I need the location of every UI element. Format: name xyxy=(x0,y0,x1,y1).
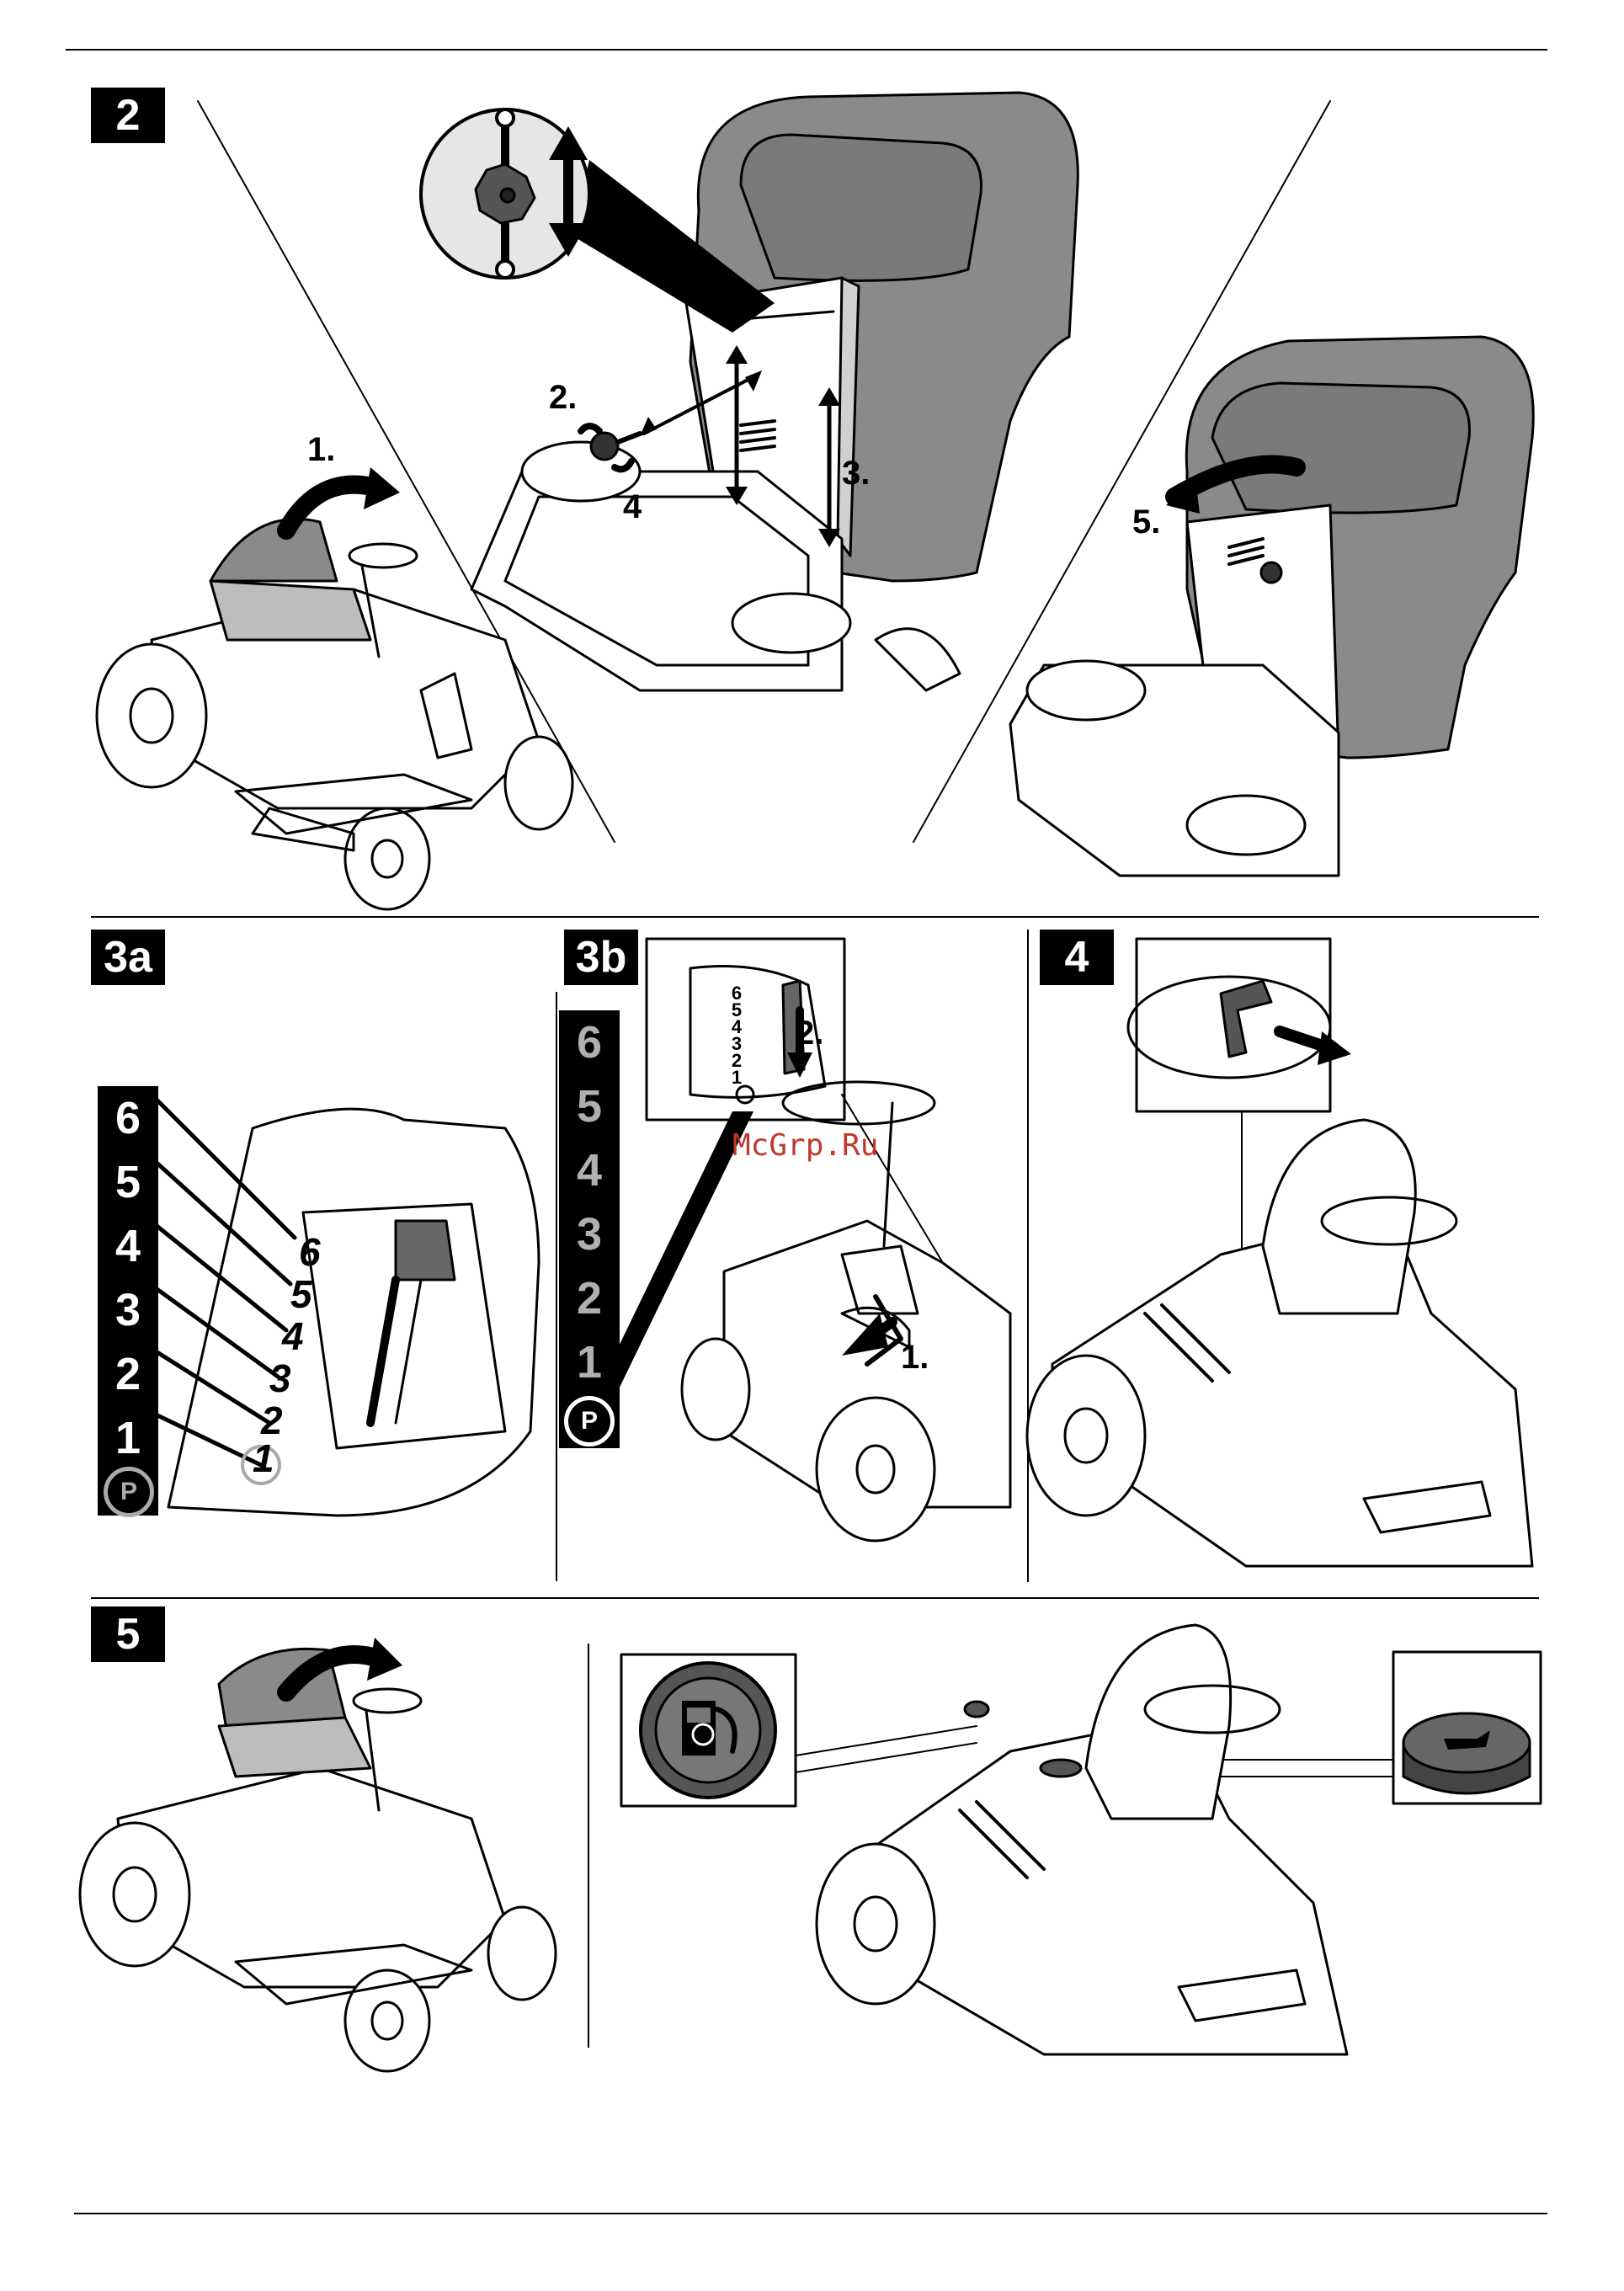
scale-3b-3: 3 xyxy=(559,1202,620,1266)
gate-3a-4: 4 xyxy=(282,1313,304,1359)
gear-scale-3b: 6 5 4 3 2 1 xyxy=(559,1010,620,1448)
gate-3a-6: 6 xyxy=(299,1229,321,1275)
park-symbol-3a: P xyxy=(104,1467,154,1517)
scale-3b-4: 4 xyxy=(559,1138,620,1202)
inset-scale-3b: 6 5 4 3 2 1 xyxy=(728,985,745,1086)
park-symbol-3b: P xyxy=(564,1396,615,1447)
inset-3b-1: 1 xyxy=(728,1069,745,1086)
scale-3b-1: 1 xyxy=(559,1330,620,1394)
scale-3b-6: 6 xyxy=(559,1010,620,1074)
scale-3a-4: 4 xyxy=(98,1214,158,1278)
step-2-label: 2. xyxy=(549,379,577,417)
step-1-label: 1. xyxy=(307,431,335,469)
watermark: McGrp.Ru xyxy=(732,1128,878,1163)
gate-3a-1: 1 xyxy=(253,1436,274,1481)
step-3-label: 3. xyxy=(842,455,870,493)
gear-scale-3a: 6 5 4 3 2 1 xyxy=(98,1086,158,1516)
scale-3a-2: 2 xyxy=(98,1342,158,1406)
gate-3a-5: 5 xyxy=(290,1271,312,1317)
scale-3a-3: 3 xyxy=(98,1278,158,1342)
scale-3b-5: 5 xyxy=(559,1074,620,1138)
oil-cap-icon xyxy=(1403,1713,1530,1793)
fuel-cap-icon xyxy=(641,1663,775,1798)
scale-3a-6: 6 xyxy=(98,1086,158,1150)
scale-3b-2: 2 xyxy=(559,1266,620,1330)
gate-3a-3: 3 xyxy=(269,1356,291,1401)
step-5-label: 5. xyxy=(1132,503,1160,541)
step-3b-2-label: 2. xyxy=(796,1015,823,1052)
scale-3a-1: 1 xyxy=(98,1406,158,1470)
step-4-label: 4 xyxy=(623,488,642,526)
step-3b-1-label: 1. xyxy=(901,1339,929,1377)
scale-3a-5: 5 xyxy=(98,1150,158,1214)
